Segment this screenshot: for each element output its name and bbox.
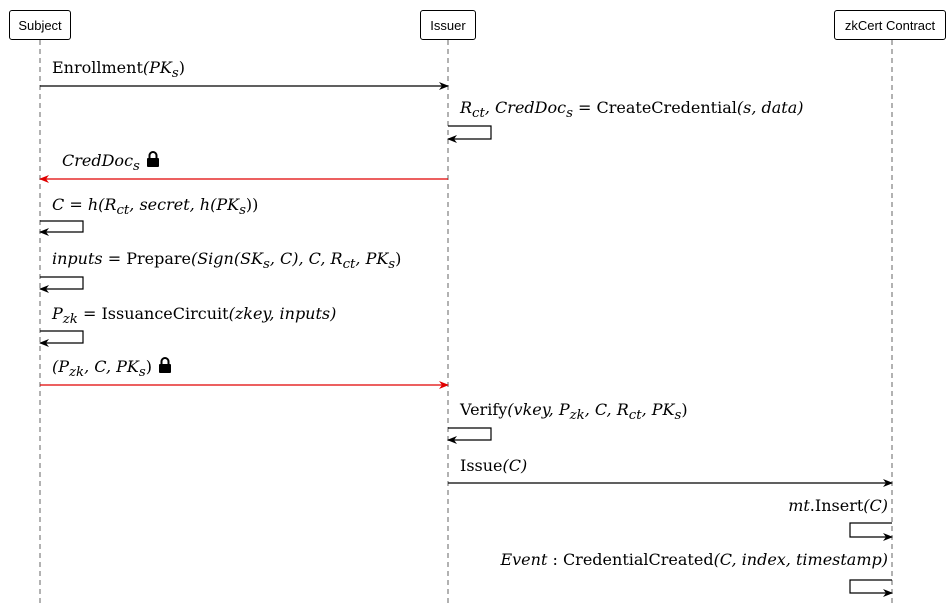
actor-zkcert-contract: zkCert Contract xyxy=(834,10,946,40)
label-mt-insert: mt.Insert(C) xyxy=(788,496,888,515)
lock-icon xyxy=(158,357,172,377)
self-arrow-commitment xyxy=(39,220,84,236)
self-arrow-create-credential xyxy=(447,125,492,143)
label-issuance-circuit: Pzk = IssuanceCircuit(zkey, inputs) xyxy=(52,304,337,328)
actor-subject: Subject xyxy=(9,10,71,40)
label-prepare: inputs = Prepare(Sign(SKs, C), C, Rct, P… xyxy=(52,249,402,273)
label-creddoc: CredDocs xyxy=(62,151,160,174)
self-arrow-verify xyxy=(447,427,492,444)
actor-issuer: Issuer xyxy=(420,10,476,40)
label-event-credential-created: Event : CredentialCreated(C, index, time… xyxy=(500,550,888,569)
lock-icon xyxy=(146,151,160,171)
self-arrow-mt-insert xyxy=(849,522,893,541)
label-enrollment: Enrollment(PKs) xyxy=(52,58,185,82)
label-issue: Issue(C) xyxy=(460,456,528,475)
label-commitment: C = h(Rct, secret, h(PKs)) xyxy=(52,195,259,219)
self-arrow-prepare xyxy=(39,276,84,293)
label-proof-message: (Pzk, C, PKs) xyxy=(52,357,172,380)
self-arrow-issuance-circuit xyxy=(39,330,84,347)
label-verify: Verify(vkey, Pzk, C, Rct, PKs) xyxy=(460,400,688,424)
self-arrow-event xyxy=(849,579,893,597)
label-create-credential: Rct, CredDocs = CreateCredential(s, data… xyxy=(460,98,804,122)
